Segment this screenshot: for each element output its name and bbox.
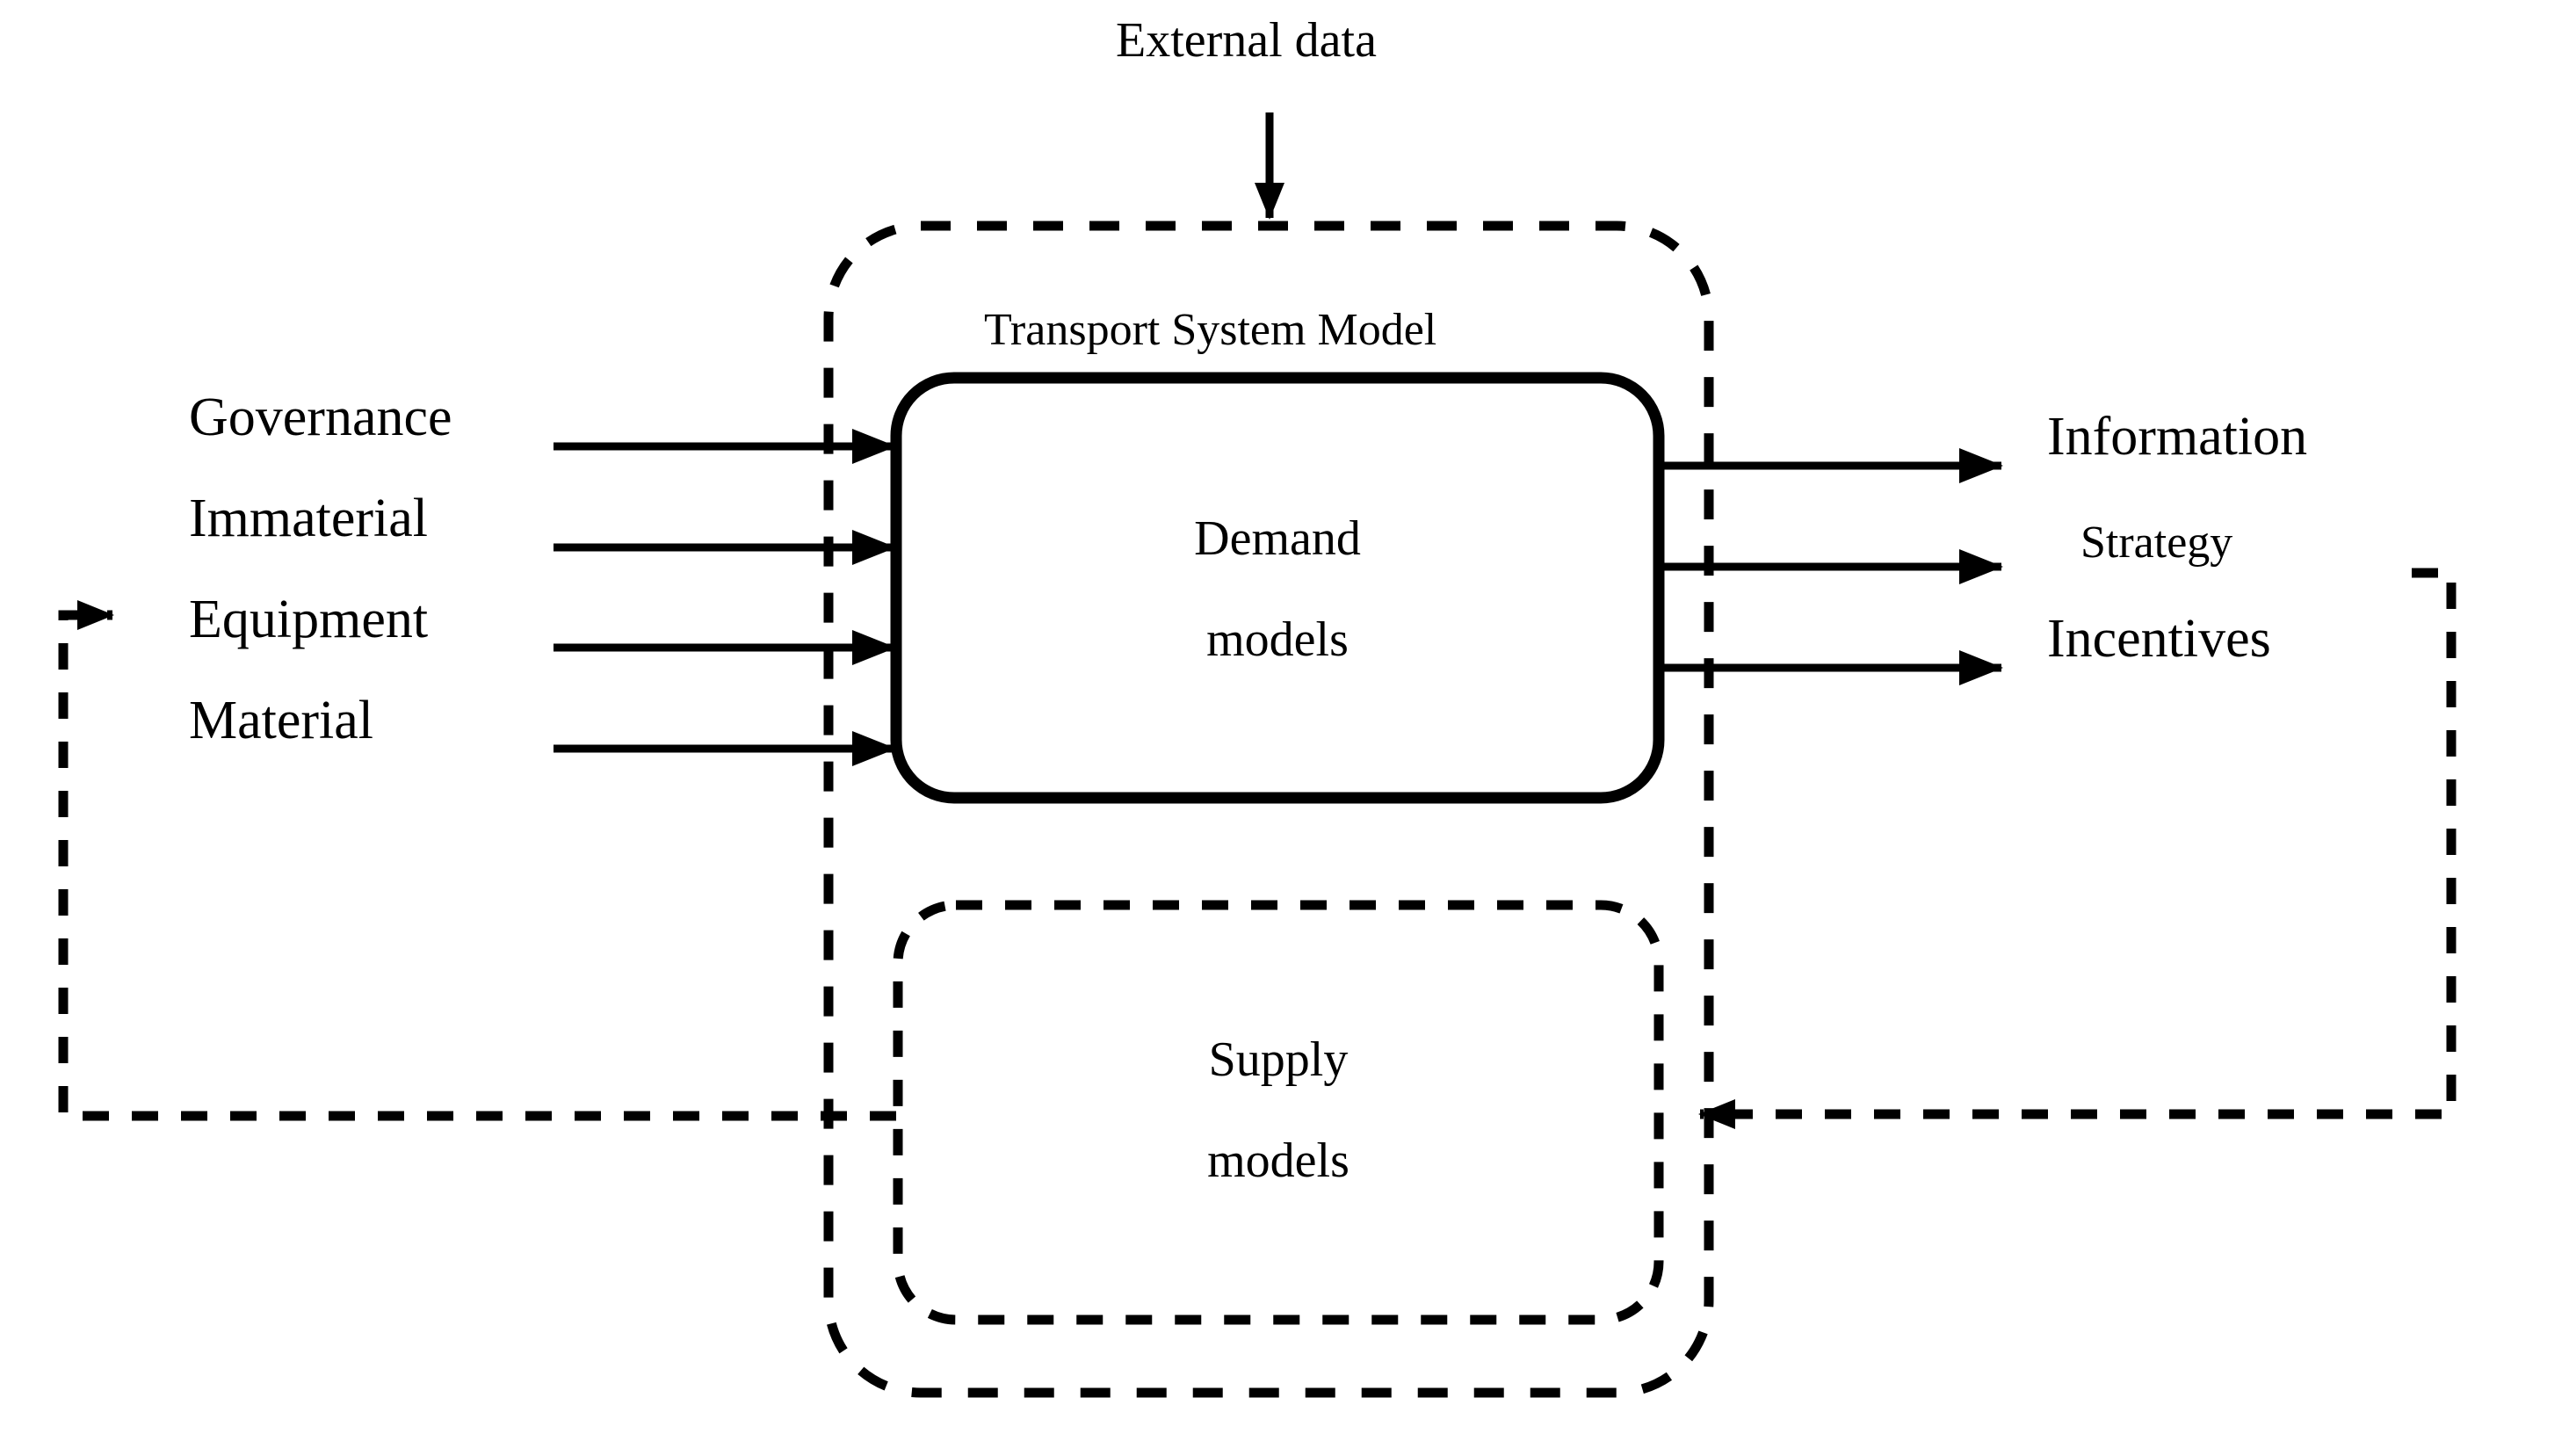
supply-models-box [893, 900, 1664, 1325]
output-label-information: Information [2047, 407, 2308, 467]
supply-models-label-line1: Supply [1208, 1032, 1349, 1087]
external-data-label: External data [1116, 13, 1377, 68]
demand-models-label-line1: Demand [1194, 511, 1361, 566]
input-label-material: Material [189, 691, 374, 750]
right-feedback-path [1698, 568, 2457, 1129]
input-label-immaterial: Immaterial [189, 489, 428, 548]
input-label-equipment: Equipment [189, 590, 429, 649]
supply-models-label-line2: models [1207, 1133, 1350, 1188]
left-feedback-path [58, 600, 896, 1121]
input-label-governance: Governance [189, 387, 452, 447]
demand-models-box [890, 372, 1665, 804]
output-label-incentives: Incentives [2047, 609, 2271, 669]
output-label-strategy: Strategy [2080, 518, 2233, 568]
demand-models-label-line2: models [1206, 612, 1349, 667]
system-boundary-title: Transport System Model [984, 305, 1437, 355]
system-boundary-dashed-rect [823, 221, 1714, 1398]
